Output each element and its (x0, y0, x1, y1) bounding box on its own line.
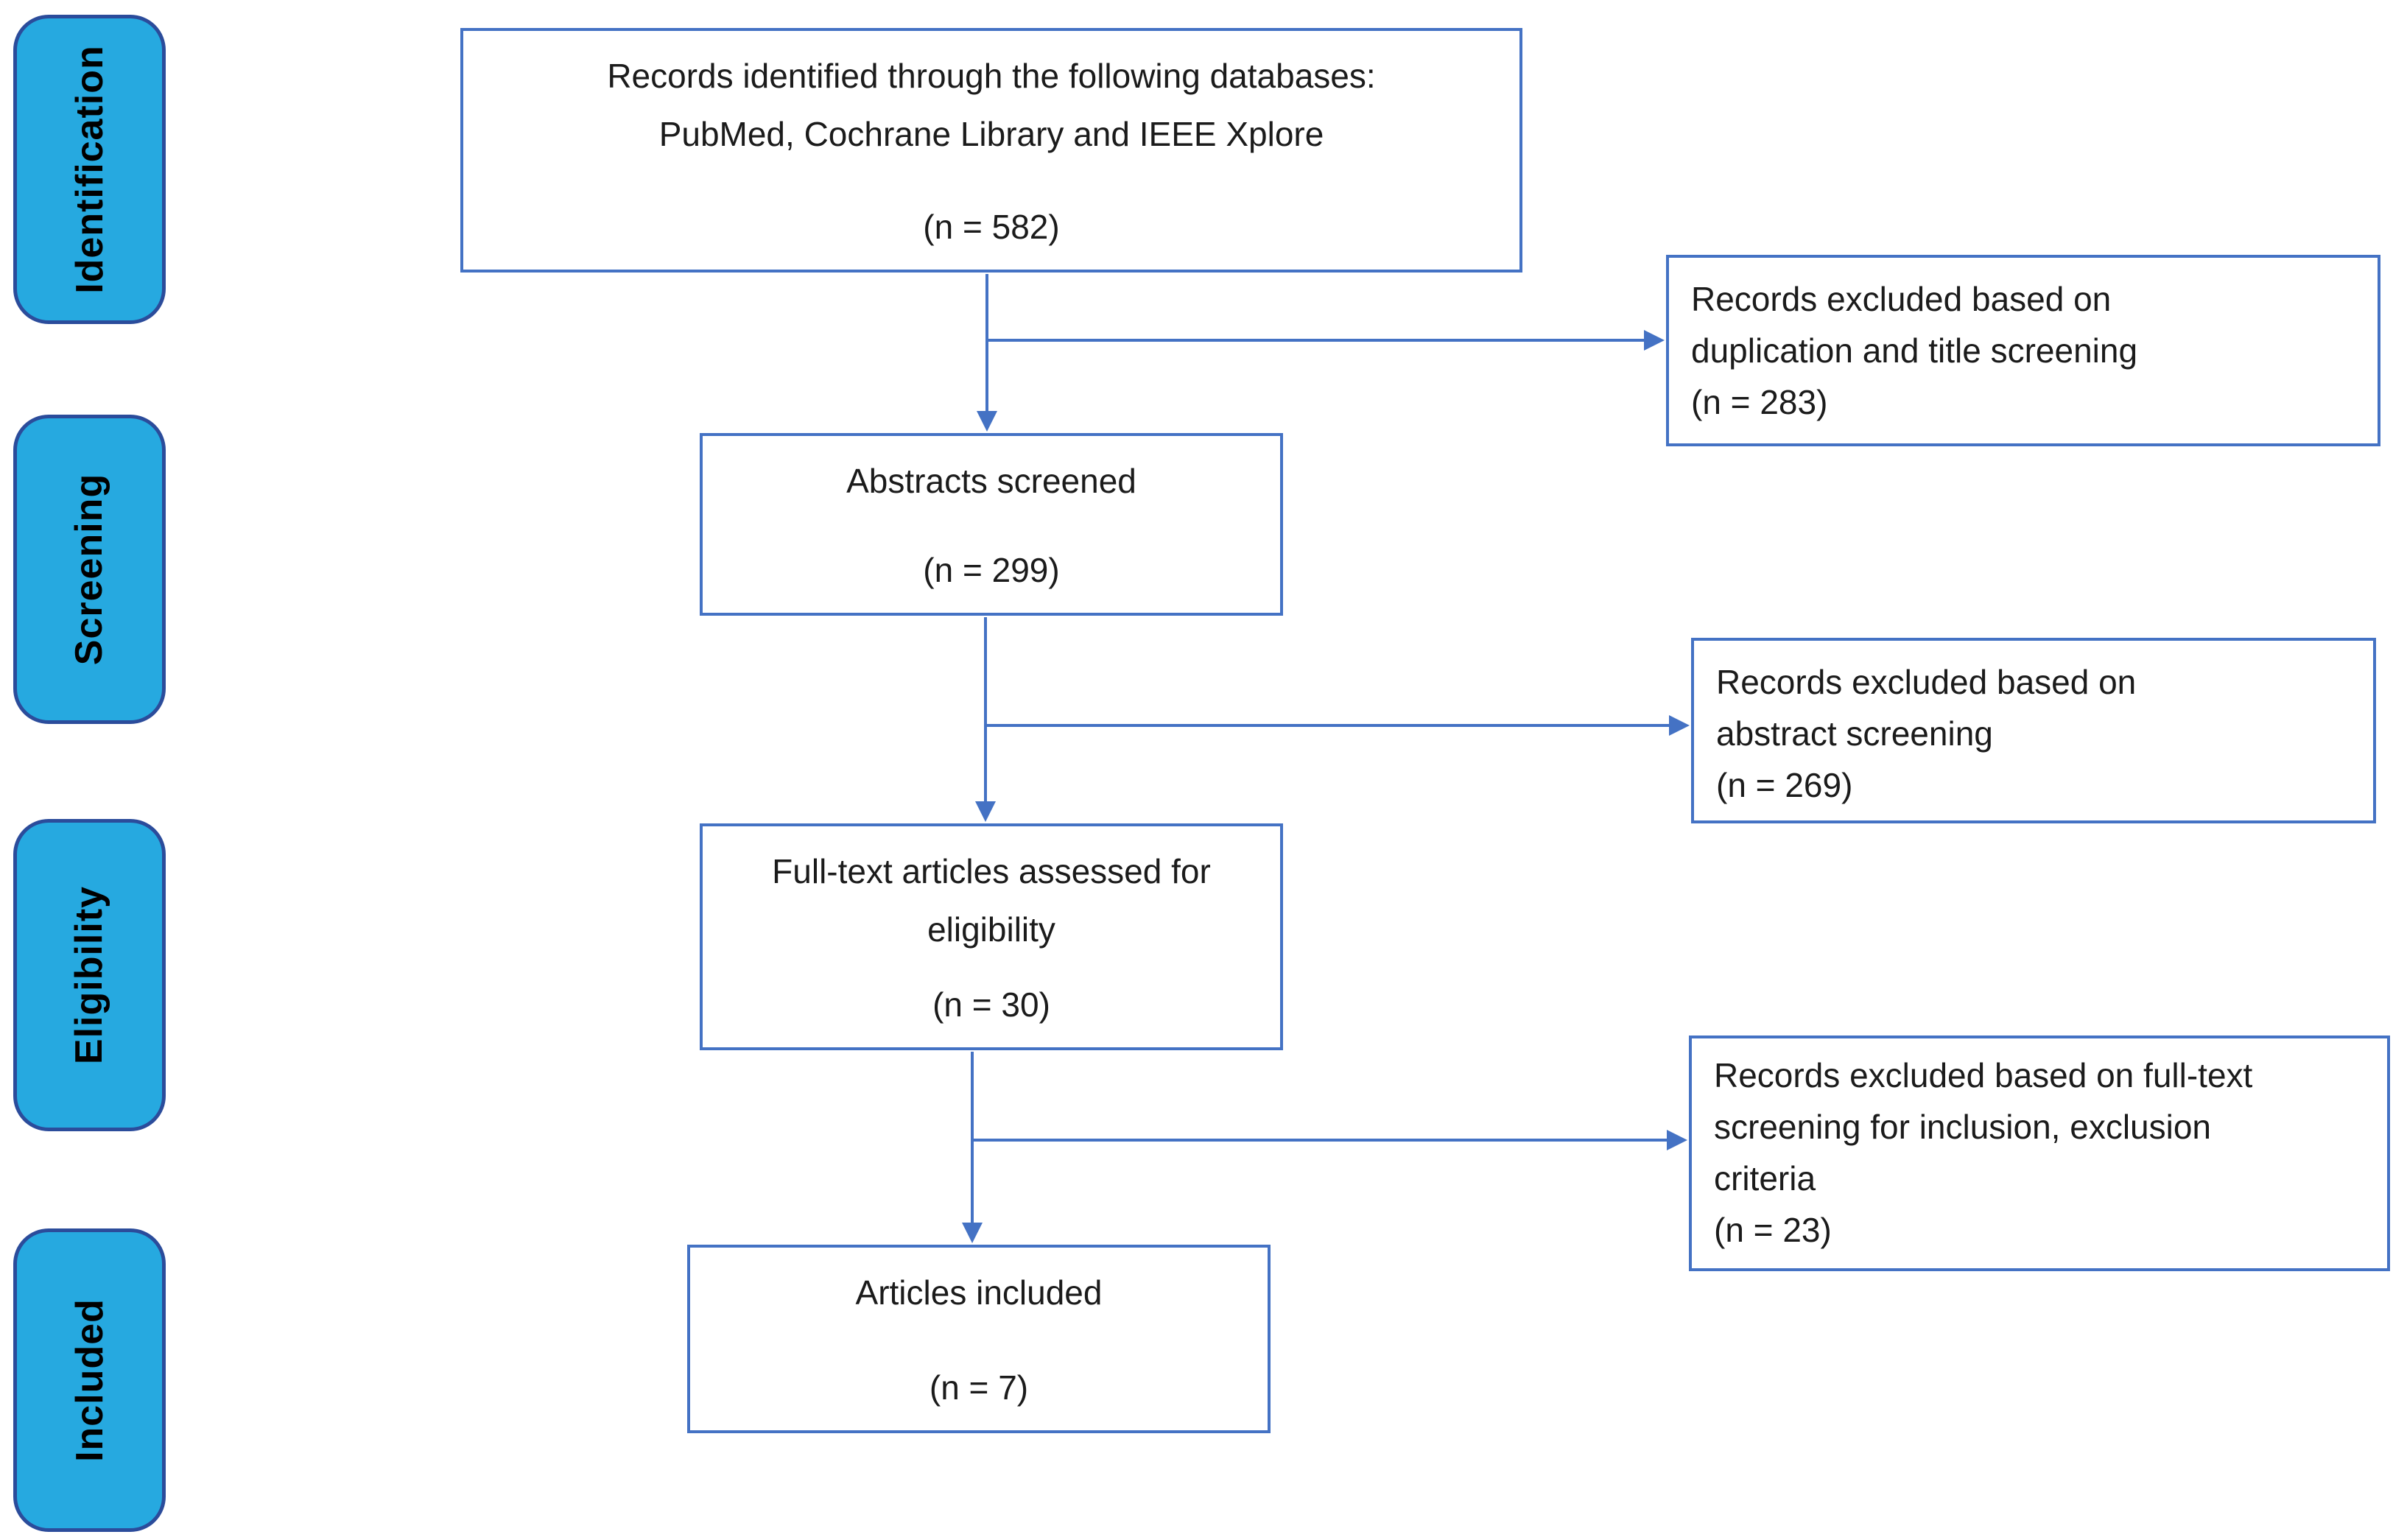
count-label: (n = 23) (1714, 1210, 1832, 1249)
box-text: Full-text articles assessed for eligibil… (703, 826, 1280, 959)
box-text-line: abstract screening (1716, 714, 1993, 753)
box-text-line: Abstracts screened (846, 462, 1136, 500)
box-text-line: duplication and title screening (1691, 331, 2138, 370)
box-text-line: Records excluded based on full-text (1714, 1056, 2253, 1094)
box-excluded-fulltext-screening: Records excluded based on full-text scre… (1689, 1036, 2390, 1271)
stage-identification: Identification (13, 15, 166, 324)
stage-label: Screening (68, 473, 111, 666)
box-text-line: criteria (1714, 1158, 1816, 1198)
count-label: (n = 269) (1716, 765, 1853, 804)
box-articles-included: Articles included (n = 7) (687, 1245, 1271, 1433)
box-fulltext-assessed: Full-text articles assessed for eligibil… (700, 823, 1283, 1050)
stage-eligibility: Eligibility (13, 819, 166, 1131)
box-text-line: Records excluded based on (1716, 663, 2137, 701)
count-label: (n = 582) (923, 207, 1060, 246)
stage-label: Eligibility (68, 885, 111, 1065)
box-excluded-title-screening: Records excluded based on duplication an… (1666, 255, 2380, 446)
box-text-line: Records excluded based on (1691, 280, 2112, 318)
count-label: (n = 7) (929, 1368, 1029, 1407)
stage-label: Identification (68, 45, 111, 294)
box-text-line: eligibility (927, 910, 1055, 949)
box-text-line: Articles included (855, 1273, 1103, 1312)
box-text: Abstracts screened (703, 436, 1280, 510)
box-abstracts-screened: Abstracts screened (n = 299) (700, 433, 1283, 616)
stage-label: Included (68, 1298, 111, 1462)
box-text-line: Full-text articles assessed for (772, 852, 1211, 890)
stage-screening: Screening (13, 415, 166, 724)
box-text: Records identified through the following… (463, 31, 1519, 164)
box-excluded-abstract-screening: Records excluded based on abstract scree… (1691, 638, 2376, 823)
stage-included: Included (13, 1228, 166, 1532)
count-label: (n = 283) (1691, 382, 1828, 421)
box-records-identified: Records identified through the following… (460, 28, 1522, 273)
box-text: Articles included (690, 1248, 1268, 1322)
count-label: (n = 30) (932, 985, 1050, 1024)
box-text-line: Records identified through the following… (607, 57, 1376, 95)
count-label: (n = 299) (923, 550, 1060, 589)
box-text-line: screening for inclusion, exclusion (1714, 1107, 2212, 1146)
box-text-line: PubMed, Cochrane Library and IEEE Xplore (658, 115, 1324, 154)
